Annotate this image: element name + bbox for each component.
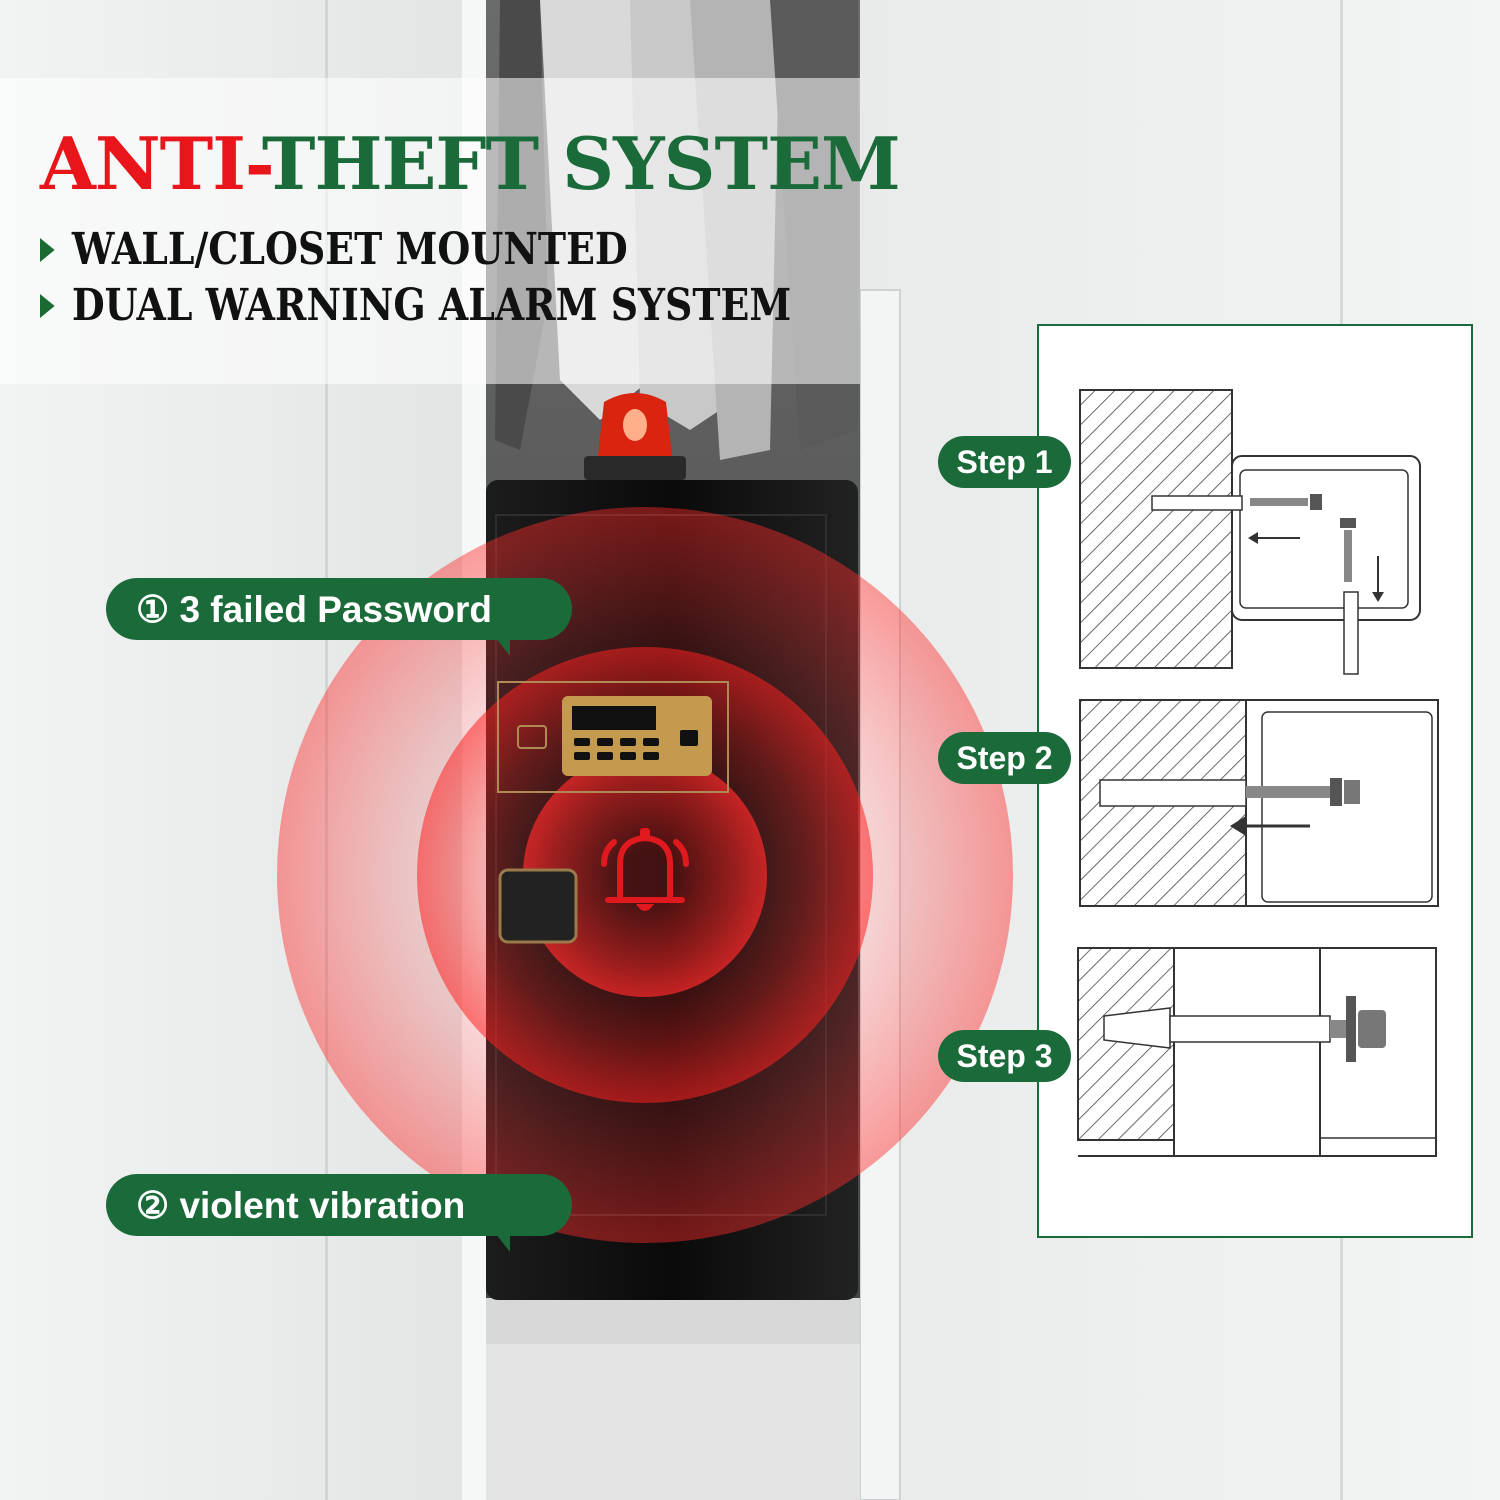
- headline-red-part: ANTI-: [40, 121, 263, 206]
- step-label-text: Step 3: [956, 1037, 1053, 1074]
- step-3-label: Step 3: [938, 1030, 1071, 1082]
- step-label-text: Step 2: [956, 739, 1053, 776]
- callout-failed-password: ① 3 failed Password: [106, 578, 572, 640]
- callout-violent-vibration: ② violent vibration: [106, 1174, 572, 1236]
- bullet-text: DUAL WARNING ALARM SYSTEM: [71, 280, 792, 331]
- callout-text: ② violent vibration: [136, 1184, 466, 1226]
- siren-light-icon: [584, 393, 686, 480]
- headline-green-part: THEFT SYSTEM: [261, 121, 901, 206]
- step-2-diagram: [1079, 699, 1439, 907]
- bullet-dual-alarm: DUAL WARNING ALARM SYSTEM: [40, 280, 791, 331]
- step-1-diagram: [1079, 389, 1421, 675]
- headline: ANTI-THEFT SYSTEM: [40, 128, 901, 200]
- triangle-right-icon: [40, 237, 55, 262]
- callout-tail: [496, 1234, 510, 1252]
- callout-text: ① 3 failed Password: [136, 588, 493, 630]
- triangle-right-icon: [40, 293, 55, 318]
- alarm-wave-inner: [523, 753, 767, 997]
- step-1-label: Step 1: [938, 436, 1071, 488]
- step-3-diagram: [1077, 947, 1437, 1157]
- bullet-wall-mounted: WALL/CLOSET MOUNTED: [40, 224, 628, 275]
- bell-icon: [601, 828, 689, 911]
- callout-tail: [496, 638, 510, 656]
- bullet-text: WALL/CLOSET MOUNTED: [71, 224, 628, 275]
- step-label-text: Step 1: [956, 443, 1053, 480]
- step-2-label: Step 2: [938, 732, 1071, 784]
